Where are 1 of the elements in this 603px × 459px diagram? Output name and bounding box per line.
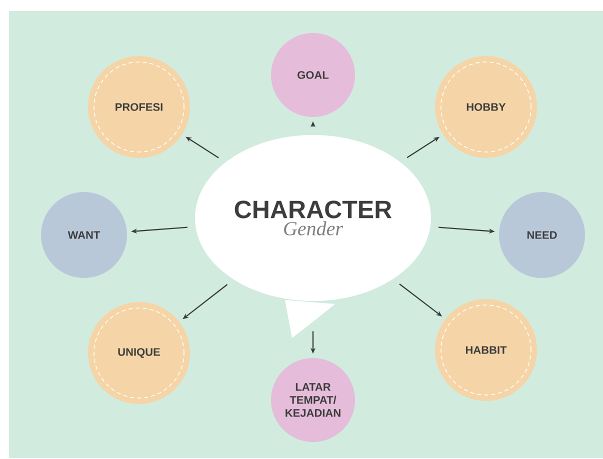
speech-bubble: CHARACTER Gender	[195, 135, 431, 338]
